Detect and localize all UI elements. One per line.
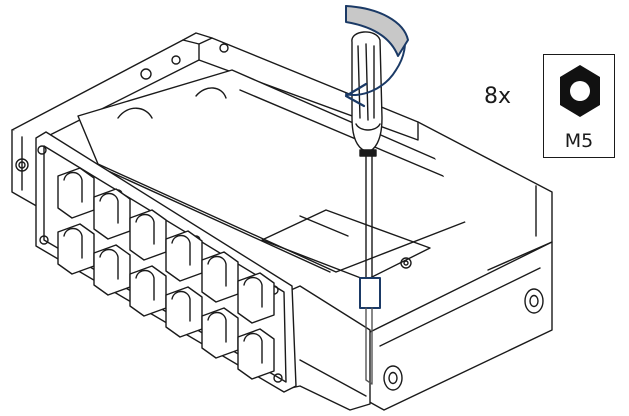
connector-plug [93, 244, 131, 296]
grommet [400, 257, 412, 269]
connector-plug [237, 328, 275, 380]
connector-latch [99, 248, 119, 280]
connector-plug [165, 230, 203, 282]
quantity-label: 8x [484, 84, 512, 109]
enclosure-front-flange [281, 285, 371, 411]
connector-plug [201, 307, 239, 359]
connector-plug [57, 223, 95, 275]
rotation-arrow-icon [344, 5, 409, 108]
connector-plug [237, 272, 275, 324]
mounting-hole [383, 365, 403, 391]
connector-latch [135, 213, 155, 245]
part-callout-box: M5 [543, 54, 615, 158]
enclosure-right-wall [365, 121, 553, 411]
connector-plug [129, 265, 167, 317]
connector-plug [165, 286, 203, 338]
connector-latch [63, 227, 83, 259]
connector-plugs [57, 167, 275, 380]
connector-latch [171, 234, 191, 266]
connector-latch [135, 269, 155, 301]
connector-plug [57, 167, 95, 219]
connector-plug [93, 188, 131, 240]
connector-plug [201, 251, 239, 303]
connector-latch [63, 171, 83, 203]
connector-latch [99, 192, 119, 224]
hex-nut-icon [560, 65, 600, 117]
connector-plug [129, 209, 167, 261]
connector-latch [171, 290, 191, 322]
enclosure-left-wall [11, 129, 41, 209]
connector-latch [243, 332, 263, 364]
connector-latch [207, 255, 227, 287]
screwdriver-tip-highlight [359, 277, 381, 309]
part-label: M5 [564, 130, 594, 152]
mounting-hole [524, 288, 544, 314]
connector-latch [243, 276, 263, 308]
connector-latch [207, 311, 227, 343]
label-plate [261, 209, 431, 281]
